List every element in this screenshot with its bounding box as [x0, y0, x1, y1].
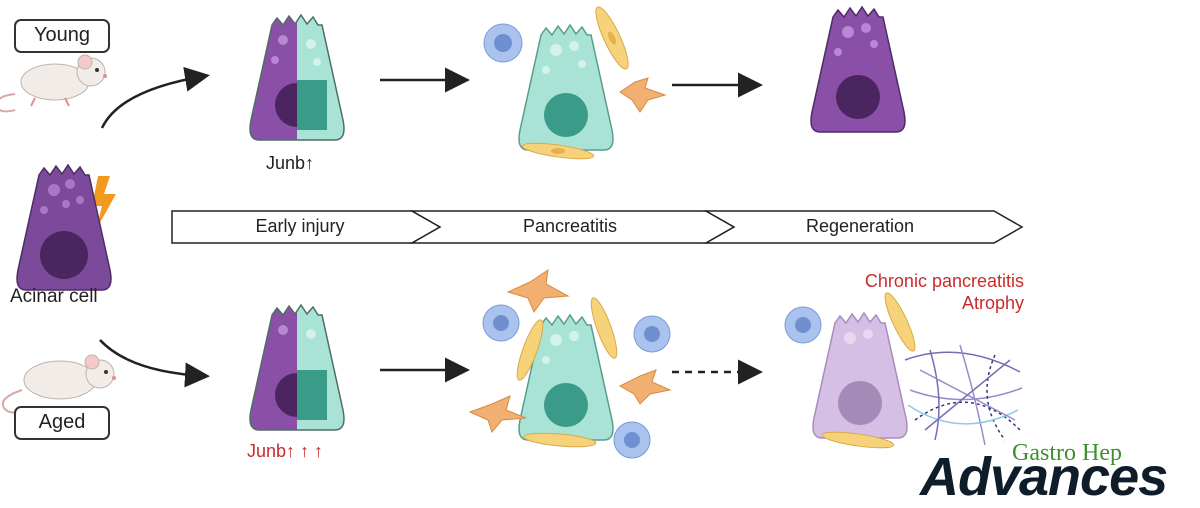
acinar-cell-icon	[16, 164, 112, 291]
acinar-cell-icon	[810, 6, 906, 133]
acinar-cell-label: Acinar cell	[10, 286, 98, 307]
fibroblast-icon	[521, 142, 595, 160]
acinar-cell-icon	[518, 314, 614, 441]
stage-banner	[171, 210, 1024, 244]
stage-pancreatitis: Pancreatitis	[522, 216, 618, 236]
junb-young-label: Junb↑	[266, 153, 315, 173]
immune-cell-icon	[613, 421, 651, 459]
aged-label: Aged	[14, 406, 110, 440]
fibroblast-icon	[821, 431, 895, 449]
lightning-icon	[92, 176, 116, 230]
fibroblast-icon	[595, 6, 629, 70]
stage-regeneration: Regeneration	[805, 216, 915, 236]
fibrosis-mesh-icon	[904, 344, 1023, 446]
immune-cell-icon	[482, 304, 520, 342]
young-label: Young	[14, 19, 110, 53]
mouse-icon	[0, 54, 107, 113]
arrow-icon	[100, 66, 210, 129]
stage-early-injury: Early injury	[255, 216, 345, 236]
logo-advances: Advances	[920, 447, 1168, 507]
immune-cell-icon	[633, 315, 671, 353]
fibroblast-icon	[590, 297, 618, 359]
logo-gastro-hep: Gastro Hep	[1012, 440, 1122, 466]
fibroblast-icon	[618, 369, 672, 405]
immune-cell-icon	[483, 23, 523, 63]
acinar-cell-icon	[249, 14, 345, 141]
immune-cell-icon	[784, 306, 822, 344]
fibroblast-icon	[884, 292, 916, 352]
outcome-chronic-pancreatitis: Chronic pancreatitis	[864, 271, 1024, 291]
fibroblast-icon	[516, 319, 544, 381]
fibroblast-icon	[468, 395, 527, 434]
acinar-cell-icon	[518, 24, 614, 151]
acinar-cell-icon	[249, 304, 345, 431]
junb-aged-label: Junb↑ ↑ ↑	[247, 441, 324, 461]
fibroblast-icon	[506, 268, 570, 314]
outcome-atrophy: Atrophy	[961, 293, 1024, 313]
acinar-cell-icon	[812, 312, 908, 439]
mouse-icon	[1, 354, 116, 414]
arrow-icon	[99, 339, 210, 388]
fibroblast-icon	[619, 77, 667, 113]
fibroblast-icon	[523, 432, 597, 448]
